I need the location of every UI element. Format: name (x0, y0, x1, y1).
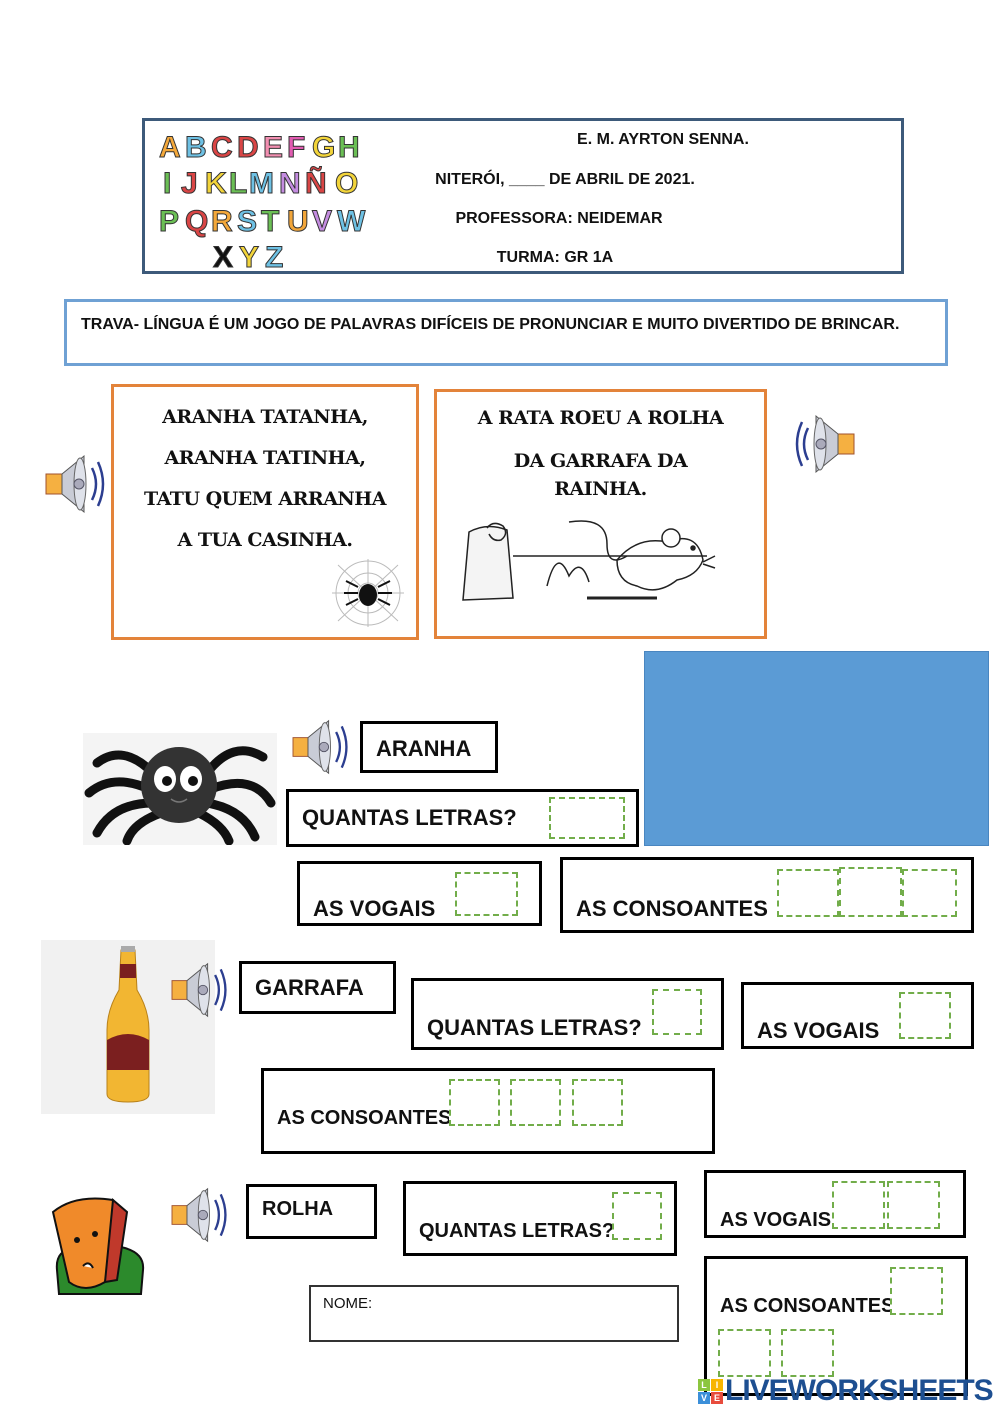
speaker-icon[interactable] (44, 452, 112, 516)
date-line: NITERÓI, ____ DE ABRIL DE 2021. (435, 171, 695, 188)
svg-text:W: W (337, 205, 366, 238)
answer-slot[interactable] (572, 1079, 623, 1126)
count-box-aranha: QUANTAS LETRAS? (286, 789, 639, 847)
speaker-icon[interactable] (168, 1185, 236, 1245)
svg-text:R: R (211, 205, 233, 238)
svg-text:G: G (312, 131, 335, 164)
rat-cork-illustration (457, 516, 717, 606)
word-label: ARANHA (376, 736, 472, 761)
speaker-icon[interactable] (788, 412, 856, 476)
cork-icon (45, 1190, 155, 1296)
answer-slot[interactable] (899, 992, 951, 1039)
name-label: NOME: (323, 1295, 373, 1312)
count-box-rolha: QUANTAS LETRAS? (403, 1181, 677, 1256)
logo-text: LIVEWORKSHEETS (725, 1374, 994, 1407)
spider-icon (83, 733, 277, 845)
vowels-box-aranha: AS VOGAIS (297, 861, 542, 926)
consonants-box-garrafa: AS CONSOANTES (261, 1068, 715, 1154)
svg-text:I: I (163, 167, 171, 200)
poem-line: A TUA CASINHA. (177, 529, 353, 551)
consonants-box-aranha: AS CONSOANTES (560, 857, 974, 933)
answer-slot[interactable] (652, 989, 702, 1035)
svg-text:Y: Y (239, 241, 259, 271)
svg-text:S: S (237, 205, 257, 238)
vowels-label: AS VOGAIS (720, 1209, 832, 1231)
speaker-icon[interactable] (289, 717, 357, 777)
svg-text:H: H (338, 131, 360, 164)
answer-slot[interactable] (839, 867, 902, 917)
blue-block (644, 651, 989, 846)
svg-text:A: A (159, 131, 181, 164)
svg-text:Z: Z (265, 241, 283, 271)
class-name: TURMA: GR 1A (496, 249, 614, 266)
teacher-name: PROFESSORA: NEIDEMAR (455, 210, 663, 227)
answer-slot[interactable] (832, 1181, 885, 1229)
consonants-box-rolha: AS CONSOANTES (704, 1256, 968, 1396)
answer-slot[interactable] (887, 1181, 940, 1229)
tongue-twister-card-2: A RATA ROEU A ROLHA DA GARRAFA DA RAINHA… (434, 389, 767, 639)
svg-text:T: T (261, 205, 279, 238)
vowels-box-rolha: AS VOGAIS (704, 1170, 966, 1238)
answer-slot[interactable] (777, 869, 839, 917)
answer-slot[interactable] (549, 797, 625, 839)
liveworksheets-logo: L I V E LIVEWORKSHEETS (698, 1374, 994, 1407)
word-label: GARRAFA (255, 975, 364, 1000)
svg-text:D: D (237, 131, 259, 164)
svg-text:E: E (263, 131, 283, 164)
live-badge-icon: L I V E (698, 1378, 723, 1404)
word-label: ROLHA (262, 1198, 334, 1220)
svg-text:Q: Q (185, 205, 208, 238)
answer-slot[interactable] (718, 1329, 771, 1377)
count-label: QUANTAS LETRAS? (419, 1220, 615, 1242)
svg-text:C: C (211, 131, 233, 164)
tongue-twister-card-1: ARANHA TATANHA, ARANHA TATINHA, TATU QUE… (111, 384, 419, 640)
answer-slot[interactable] (455, 872, 518, 916)
answer-slot[interactable] (781, 1329, 834, 1377)
svg-text:V: V (312, 205, 332, 238)
svg-text:F: F (287, 131, 305, 164)
svg-text:N: N (279, 167, 301, 200)
poem-line: DA GARRAFA DA (513, 450, 688, 472)
answer-slot[interactable] (510, 1079, 561, 1126)
answer-slot[interactable] (449, 1079, 500, 1126)
count-label: QUANTAS LETRAS? (302, 805, 517, 830)
word-box-rolha: ROLHA (246, 1184, 377, 1239)
count-box-garrafa: QUANTAS LETRAS? (411, 978, 724, 1050)
school-name: E. M. AYRTON SENNA. (577, 131, 749, 148)
answer-slot[interactable] (902, 869, 957, 917)
name-field[interactable]: NOME: (309, 1285, 679, 1342)
poem-line: RAINHA. (554, 478, 647, 500)
count-label: QUANTAS LETRAS? (427, 1015, 642, 1040)
consonants-label: AS CONSOANTES (576, 896, 768, 921)
answer-slot[interactable] (890, 1267, 943, 1315)
svg-text:O: O (335, 167, 358, 200)
poem-line: ARANHA TATANHA, (162, 406, 368, 428)
speaker-icon[interactable] (168, 960, 236, 1020)
svg-text:K: K (205, 167, 227, 200)
vowels-box-garrafa: AS VOGAIS (741, 982, 974, 1049)
svg-text:J: J (181, 167, 198, 200)
word-box-garrafa: GARRAFA (239, 961, 396, 1014)
svg-text:L: L (229, 167, 247, 200)
svg-text:B: B (185, 131, 207, 164)
svg-text:X: X (213, 241, 233, 271)
svg-text:U: U (287, 205, 309, 238)
poem-line: TATU QUEM ARRANHA (144, 488, 387, 510)
svg-text:P: P (159, 205, 179, 238)
poem-line: ARANHA TATINHA, (164, 447, 366, 469)
vowels-label: AS VOGAIS (757, 1018, 880, 1043)
poem-line: A RATA ROEU A ROLHA (477, 407, 724, 429)
vowels-label: AS VOGAIS (313, 896, 436, 921)
spider-web-icon (330, 557, 406, 629)
consonants-label: AS CONSOANTES (720, 1295, 895, 1317)
svg-text:M: M (249, 167, 274, 200)
bottle-icon (41, 940, 215, 1114)
answer-slot[interactable] (612, 1192, 662, 1240)
word-box-aranha: ARANHA (360, 721, 498, 773)
svg-text:Ñ: Ñ (305, 166, 327, 200)
consonants-label: AS CONSOANTES (277, 1107, 452, 1129)
intro-text: TRAVA- LÍNGUA É UM JOGO DE PALAVRAS DIFÍ… (64, 299, 948, 366)
